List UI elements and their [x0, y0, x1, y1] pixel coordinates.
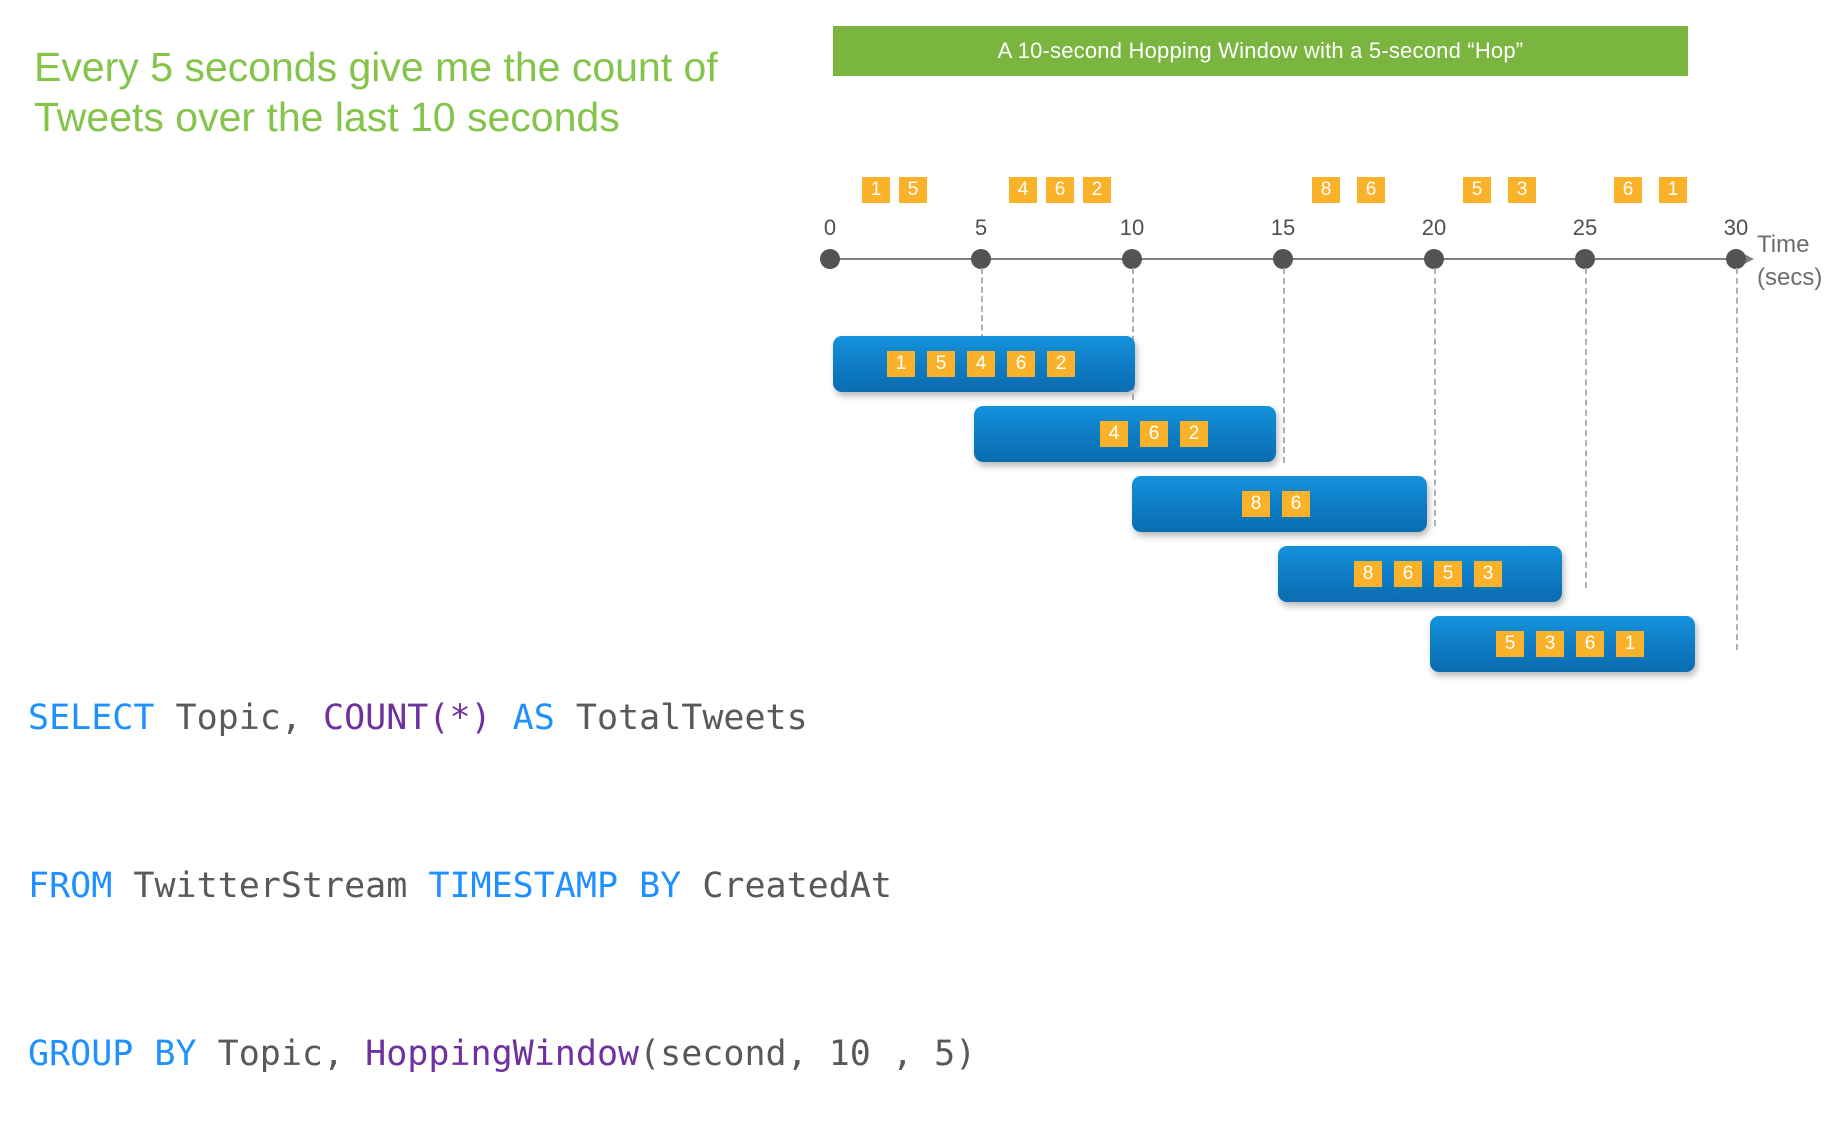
tick-dot-0 — [820, 249, 840, 269]
window-event-chip: 2 — [1180, 421, 1208, 447]
window-event-chip: 1 — [887, 351, 915, 377]
stream-event-chip: 4 — [1009, 177, 1037, 203]
tick-dot-25 — [1575, 249, 1595, 269]
stream-event-chip: 1 — [1659, 177, 1687, 203]
window-event-chip: 8 — [1242, 491, 1270, 517]
time-axis-label: Time (secs) — [1757, 228, 1822, 294]
window-event-chip: 6 — [1282, 491, 1310, 517]
window-event-chip: 6 — [1394, 561, 1422, 587]
window-event-chip: 1 — [1616, 631, 1644, 657]
stream-event-chip: 6 — [1046, 177, 1074, 203]
window-event-chip: 6 — [1576, 631, 1604, 657]
tick-dot-30 — [1726, 249, 1746, 269]
tick-label-30: 30 — [1723, 215, 1749, 240]
tick-dot-10 — [1122, 249, 1142, 269]
guide-line-30 — [1736, 268, 1738, 650]
window-event-chip: 5 — [1434, 561, 1462, 587]
sql-token: (second, 10 , 5) — [639, 1034, 977, 1074]
prompt-text: Every 5 seconds give me the count of Twe… — [34, 44, 718, 140]
tick-label-0: 0 — [823, 215, 837, 240]
window-event-chip: 4 — [1100, 421, 1128, 447]
sql-line-2: FROM TwitterStream TIMESTAMP BY CreatedA… — [28, 858, 976, 914]
window-event-chip: 3 — [1474, 561, 1502, 587]
tick-label-5: 5 — [974, 215, 988, 240]
time-axis-label-line1: Time — [1757, 231, 1810, 258]
tick-dot-20 — [1424, 249, 1444, 269]
window-bar-chips: 8 6 5 3 — [1354, 546, 1502, 602]
tick-dot-15 — [1273, 249, 1293, 269]
sql-query: SELECT Topic, COUNT(*) AS TotalTweets FR… — [28, 578, 976, 1138]
tick-dot-5 — [971, 249, 991, 269]
window-bar-0-10: 1 5 4 6 2 — [833, 336, 1135, 392]
window-bar-15-25: 8 6 5 3 — [1278, 546, 1562, 602]
stream-event-chip: 1 — [862, 177, 890, 203]
sql-line-3: GROUP BY Topic, HoppingWindow(second, 10… — [28, 1026, 976, 1082]
sql-token: TwitterStream — [112, 866, 429, 906]
sql-line-1: SELECT Topic, COUNT(*) AS TotalTweets — [28, 690, 976, 746]
sql-token: Topic, — [196, 1034, 366, 1074]
stream-event-chip: 8 — [1312, 177, 1340, 203]
window-bar-chips: 4 6 2 — [1100, 406, 1208, 462]
stream-event-chip: 6 — [1614, 177, 1642, 203]
stream-event-chip: 5 — [1463, 177, 1491, 203]
tick-label-20: 20 — [1421, 215, 1447, 240]
sql-token: CreatedAt — [681, 866, 892, 906]
guide-line-25 — [1585, 268, 1587, 588]
window-event-chip: 4 — [967, 351, 995, 377]
sql-token: FROM — [28, 866, 113, 906]
window-bar-chips: 1 5 4 6 2 — [887, 336, 1075, 392]
window-event-chip: 3 — [1536, 631, 1564, 657]
stream-event-chip: 2 — [1083, 177, 1111, 203]
time-axis-label-line2: (secs) — [1757, 264, 1823, 291]
sql-token: TotalTweets — [554, 698, 808, 738]
window-event-chip: 6 — [1140, 421, 1168, 447]
stream-event-chip: 3 — [1508, 177, 1536, 203]
window-bar-chips: 5 3 6 1 — [1496, 616, 1644, 672]
tick-label-15: 15 — [1270, 215, 1296, 240]
sql-token: AS — [512, 698, 555, 738]
guide-line-5 — [981, 268, 983, 340]
stream-event-chip: 5 — [899, 177, 927, 203]
window-bar-10-20: 8 6 — [1132, 476, 1427, 532]
tick-label-10: 10 — [1119, 215, 1145, 240]
window-bar-chips: 8 6 — [1242, 476, 1310, 532]
hopping-window-diagram: Time (secs) 0 5 10 15 20 25 30 1 5 4 6 2… — [820, 177, 1822, 672]
sql-token: TIMESTAMP BY — [428, 866, 682, 906]
guide-line-15 — [1283, 268, 1285, 463]
banner-title: A 10-second Hopping Window with a 5-seco… — [833, 26, 1688, 76]
sql-token: Topic, — [154, 698, 324, 738]
guide-line-20 — [1434, 268, 1436, 526]
window-event-chip: 5 — [1496, 631, 1524, 657]
tick-label-25: 25 — [1572, 215, 1598, 240]
window-event-chip: 8 — [1354, 561, 1382, 587]
sql-token: SELECT — [28, 698, 155, 738]
sql-token: HoppingWindow — [365, 1034, 640, 1074]
window-bar-20-30: 5 3 6 1 — [1430, 616, 1695, 672]
stream-event-chip: 6 — [1357, 177, 1385, 203]
sql-token — [492, 698, 513, 738]
window-event-chip: 2 — [1047, 351, 1075, 377]
guide-line-10 — [1132, 268, 1134, 400]
window-bar-5-15: 4 6 2 — [974, 406, 1276, 462]
window-event-chip: 5 — [927, 351, 955, 377]
window-event-chip: 6 — [1007, 351, 1035, 377]
sql-token: GROUP BY — [28, 1034, 197, 1074]
sql-token: COUNT(*) — [323, 698, 492, 738]
